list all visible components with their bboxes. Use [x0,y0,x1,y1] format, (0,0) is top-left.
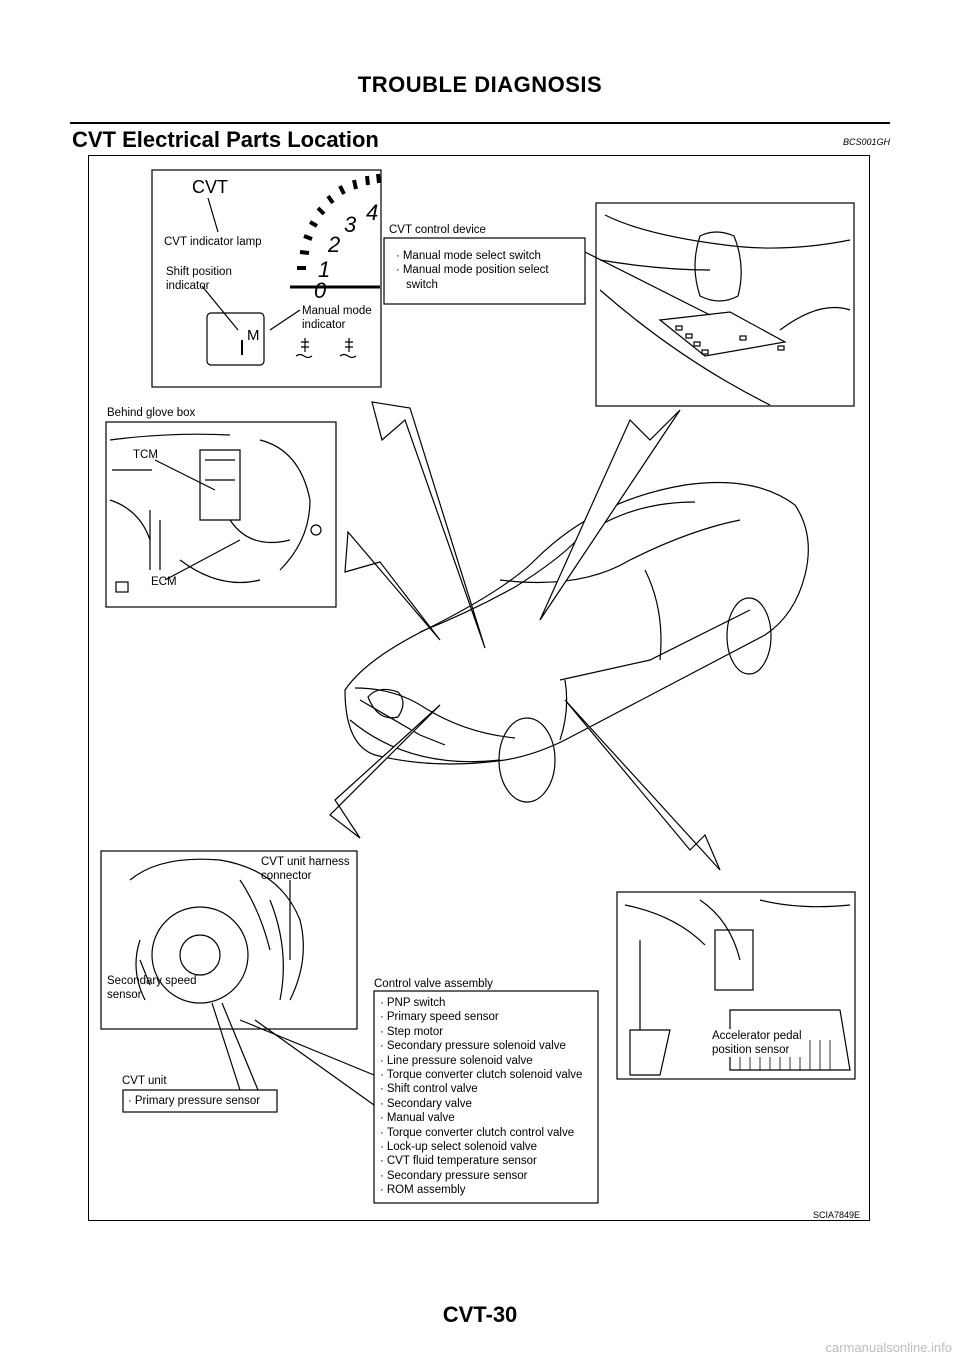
cvt-label: CVT [192,177,228,197]
page-number: CVT-30 [442,1302,518,1327]
list-item: Lock-up select solenoid valve [380,1140,582,1154]
shift-indicator-box [206,312,265,366]
cvt-control-device-title: CVT control device [389,224,486,236]
shift-position-indicator-label: Shift position indicator [166,266,232,292]
list-item: CVT fluid temperature sensor [380,1154,582,1168]
cvt-unit-items-box [122,1089,278,1113]
gauge-number-4: 4 [366,200,378,225]
title-rule [70,122,890,124]
list-item: Manual valve [380,1111,582,1125]
accelerator-pedal-label: Accelerator pedal position sensor [712,1029,802,1057]
cvt-unit-items: Primary pressure sensor [128,1094,260,1108]
page-header: TROUBLE DIAGNOSIS [357,72,603,97]
secondary-speed-sensor-label: Secondary speed sensor [107,975,197,1001]
gauge-number-1: 1 [318,257,330,282]
cvt-indicator-lamp-label: CVT indicator lamp [164,236,262,248]
control-valve-title: Control valve assembly [374,978,493,990]
cvt-control-device-box [383,237,586,305]
manual-mode-indicator-label: Manual mode indicator [302,305,372,331]
cvt-unit-picture [100,850,358,1030]
figure-id: SCIA7849E [813,1210,861,1220]
watermark: carmanualsonline.info [825,1340,952,1355]
meter-panel-frame [151,169,382,388]
accelerator-picture [616,891,856,1080]
list-item: Primary speed sensor [380,1010,582,1024]
gauge-number-0: 0 [314,278,327,303]
gauge-number-2: 2 [327,232,340,257]
control-valve-items-box [373,990,599,1204]
cvt-control-device-items: Manual mode select switch Manual mode po… [396,249,549,278]
section-title: CVT Electrical Parts Location [72,127,379,152]
list-item: Step motor [380,1025,582,1039]
list-item: Torque converter clutch control valve [380,1126,582,1140]
list-item: Shift control valve [380,1082,582,1096]
list-item: Torque converter clutch solenoid valve [380,1068,583,1082]
list-item: Line pressure solenoid valve [380,1054,582,1068]
harness-connector-label: CVT unit harness connector [261,856,350,882]
figure-frame [88,155,870,1221]
list-item: ROM assembly [380,1183,582,1197]
list-item: Secondary pressure sensor [380,1169,582,1183]
indicator-letter: M [247,327,260,344]
glove-box-title: Behind glove box [107,407,196,419]
list-item: Secondary pressure solenoid valve [380,1039,582,1053]
shift-lever-picture [595,202,855,407]
tcm-label: TCM [133,449,158,461]
cvt-unit-label: CVT unit [122,1075,167,1087]
control-valve-items: PNP switch Primary speed sensor Step mot… [380,996,583,1198]
section-code: BCS001GH [842,137,890,147]
list-item: Secondary valve [380,1097,582,1111]
cvt-control-device-item-cont: switch [406,279,438,291]
vehicle-outline [344,481,809,803]
glove-box-picture [105,421,337,608]
gauge-number-3: 3 [344,212,357,237]
list-item: PNP switch [380,996,582,1010]
ecm-label: ECM [151,576,177,588]
